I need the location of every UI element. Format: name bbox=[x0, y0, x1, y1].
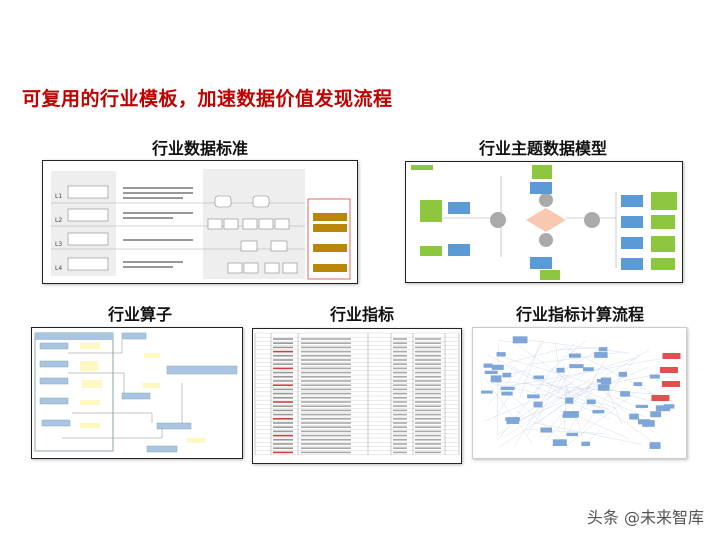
section-title-data-standard: 行业数据标准 bbox=[151, 139, 248, 158]
thumbnail-data-standard: L1 L2 L3 L4 bbox=[42, 160, 358, 284]
section-title-indicators: 行业指标 bbox=[329, 305, 394, 324]
thumbnail-theme-model bbox=[405, 161, 683, 283]
level-label: L4 bbox=[55, 265, 63, 272]
thumbnail-indicators bbox=[252, 328, 462, 464]
watermark: 头条 @未来智库 bbox=[586, 508, 704, 527]
section-title-indicator-flow: 行业指标计算流程 bbox=[515, 305, 644, 324]
slide-title: 可复用的行业模板，加速数据价值发现流程 bbox=[22, 88, 393, 110]
level-label: L3 bbox=[55, 241, 63, 248]
section-title-theme-model: 行业主题数据模型 bbox=[478, 139, 607, 158]
level-labels: L1 L2 L3 L4 bbox=[55, 185, 62, 281]
thumbnail-indicator-flow bbox=[472, 327, 687, 459]
section-title-operators: 行业算子 bbox=[107, 305, 172, 324]
level-label: L1 bbox=[55, 193, 63, 200]
level-label: L2 bbox=[55, 217, 63, 224]
thumbnail-operators bbox=[31, 327, 243, 459]
